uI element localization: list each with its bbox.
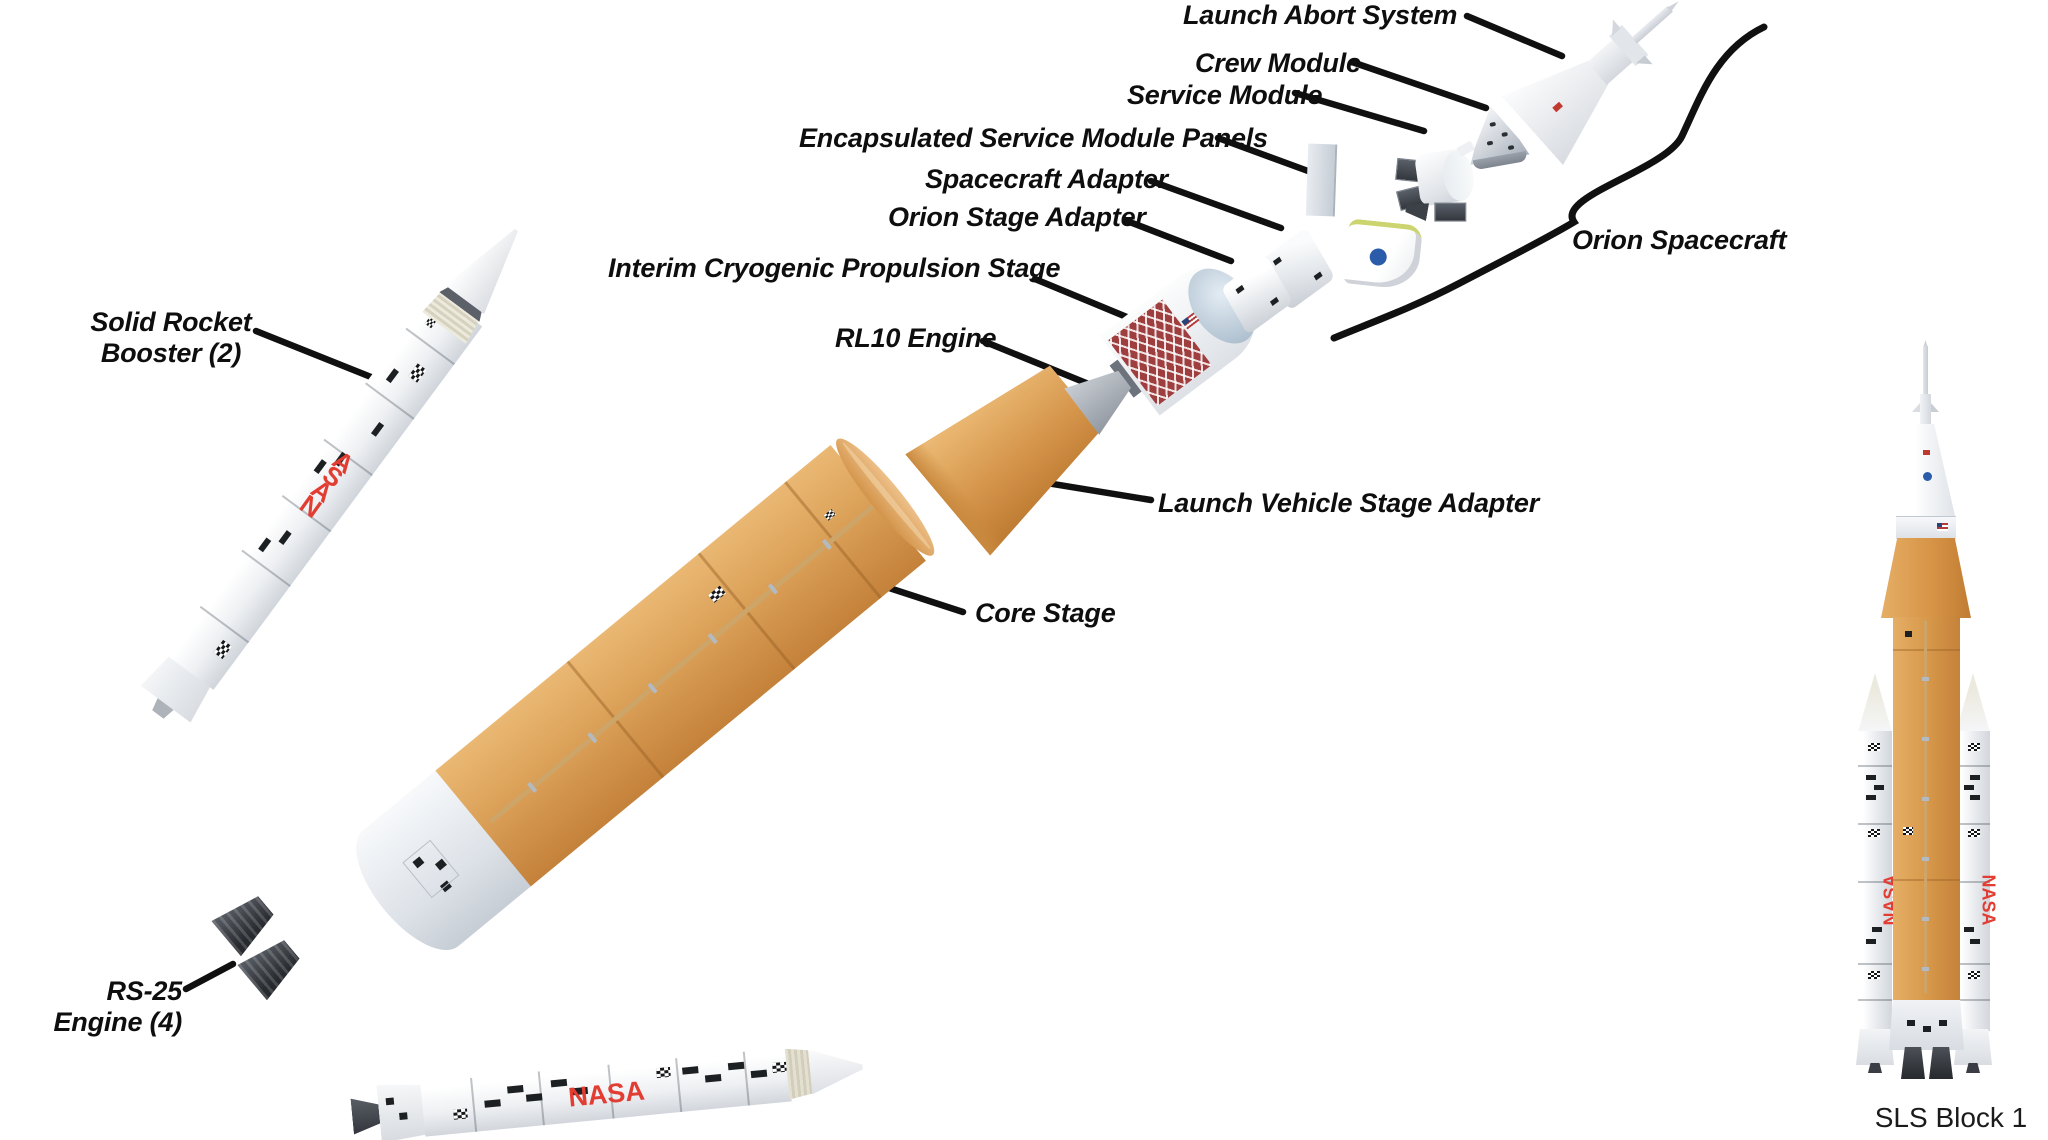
sls-core-tunnel <box>1924 621 1927 993</box>
srb2-aft-skirt <box>376 1081 427 1140</box>
label-rs25-engine: RS-25 Engine (4) <box>20 976 182 1037</box>
label-srb-line2: Booster (2) <box>100 337 242 368</box>
core-systems-tunnel <box>488 500 880 824</box>
srb2-checker-pattern <box>771 1061 787 1074</box>
sls-orion-fairing <box>1897 424 1955 516</box>
label-orion-spacecraft: Orion Spacecraft <box>1572 225 1787 255</box>
label-srb-line1: Solid Rocket <box>90 307 252 337</box>
sls-booster-body: NASA <box>1956 731 1999 1031</box>
srb2-nose-cone <box>808 1044 865 1094</box>
leader-spacecraft-adapter <box>1147 177 1285 232</box>
sls-booster-nose <box>1956 673 1990 732</box>
sls-core-stage <box>1893 617 1960 1002</box>
leader-launch-abort-system <box>1463 12 1566 60</box>
srb2-checker-pattern <box>655 1066 671 1079</box>
leader-rs25-engine <box>182 960 237 993</box>
sls-block1-assembled-graphic: NASA NASA <box>1850 340 1999 1140</box>
label-rs25-line2: Engine (4) <box>53 1006 182 1037</box>
srb2-checker-pattern <box>453 1108 468 1120</box>
leader-crew-module <box>1348 58 1490 112</box>
sls-tower-fin <box>1930 402 1939 412</box>
leader-solid-rocket-booster <box>252 327 375 381</box>
sls-orion-red-mark <box>1923 450 1930 455</box>
rs25-ribs <box>211 888 280 957</box>
label-icps: Interim Cryogenic Propulsion Stage <box>608 253 1061 283</box>
srb-checker-pattern <box>213 639 232 660</box>
esm-flat-panel-graphic <box>1305 143 1338 217</box>
rs25-engine-graphic-1 <box>211 888 280 957</box>
srb2-body: NASA <box>420 1047 792 1137</box>
nasa-meatball-icon <box>1923 472 1932 481</box>
sls-block-1-caption: SLS Block 1 <box>1874 1102 2028 1133</box>
label-rs25-line1: RS-25 <box>106 976 182 1006</box>
sls-booster-skirt <box>1856 1029 1894 1065</box>
us-flag-icon <box>1937 523 1948 531</box>
core-checker-pattern <box>708 585 726 603</box>
label-lvsa: Launch Vehicle Stage Adapter <box>1158 488 1539 518</box>
sls-booster-nozzle <box>1966 1063 1980 1073</box>
sls-tower-fin <box>1912 402 1921 412</box>
sls-orion-band <box>1896 516 1956 539</box>
label-service-module: Service Module <box>1127 80 1323 110</box>
label-core-stage: Core Stage <box>975 598 1116 628</box>
sls-booster-nozzle <box>1868 1063 1882 1073</box>
sls-rs25-nozzle <box>1929 1047 1953 1079</box>
sls-right-booster: NASA <box>1954 673 1999 1073</box>
launch-abort-system-graphic <box>1501 0 1711 167</box>
label-crew-module: Crew Module <box>1195 48 1361 78</box>
label-spacecraft-adapter: Spacecraft Adapter <box>925 164 1168 194</box>
nasa-worm-logo: NASA <box>294 444 360 524</box>
nasa-worm-logo: NASA <box>566 1075 646 1113</box>
esm-curved-panel-graphic <box>1342 218 1424 291</box>
srb-checker-pattern <box>408 363 427 383</box>
solid-rocket-booster-graphic: NASA <box>141 211 542 722</box>
nasa-worm-logo: NASA <box>1978 874 1999 926</box>
core-stage-graphic <box>336 429 945 968</box>
sls-tower-base <box>1920 394 1931 426</box>
sls-rs25-nozzle <box>1901 1047 1925 1079</box>
nasa-meatball-icon <box>1368 247 1388 267</box>
las-tower-rod <box>1631 5 1673 44</box>
label-launch-abort-system: Launch Abort System <box>1183 0 1458 30</box>
sls-abort-tower-tip <box>1923 340 1928 348</box>
sls-lvsa-taper <box>1881 538 1971 618</box>
sls-booster-nose <box>1858 673 1892 732</box>
sls-engine-section <box>1889 1000 1964 1050</box>
sls-left-booster: NASA <box>1856 673 1901 1073</box>
solar-array-panel <box>1434 202 1467 222</box>
label-esm-panels: Encapsulated Service Module Panels <box>799 123 1268 153</box>
sls-abort-tower <box>1923 346 1928 396</box>
label-orion-stage-adapter: Orion Stage Adapter <box>888 202 1146 232</box>
core-checker-pattern <box>823 508 836 521</box>
sls-booster-body: NASA <box>1858 731 1901 1031</box>
label-rl10-engine: RL10 Engine <box>835 323 997 353</box>
solid-rocket-booster-graphic-2: NASA <box>349 1039 864 1140</box>
label-solid-rocket-booster: Solid Rocket Booster (2) <box>85 307 257 368</box>
